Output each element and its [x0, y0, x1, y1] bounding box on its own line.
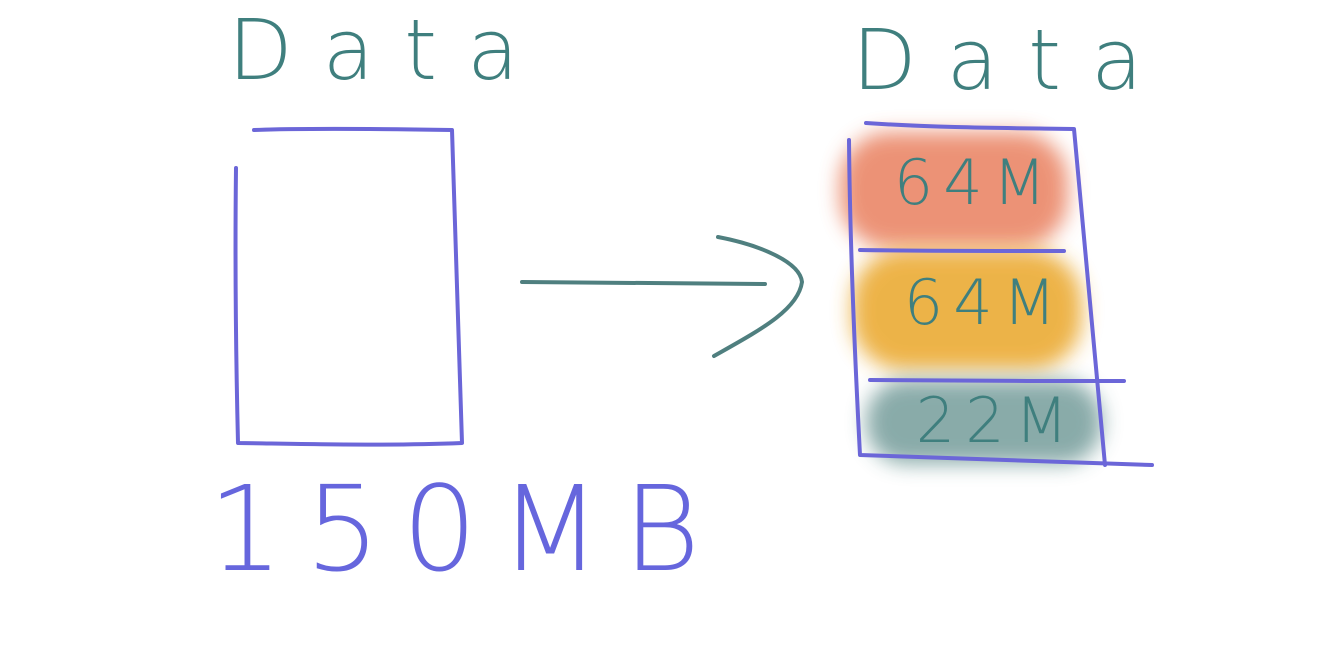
- source-title: Data: [228, 1, 549, 99]
- arrow-head: [712, 235, 805, 358]
- chunk-divider-1: [858, 248, 1066, 253]
- source-data-box: [233, 126, 464, 447]
- chunk-divider-2: [868, 378, 1126, 383]
- source-size-label: 150MB: [208, 460, 723, 598]
- target-title: Data: [852, 11, 1173, 109]
- chunk-fill-1: [840, 132, 1068, 248]
- chunk-label-3: 22M: [915, 384, 1079, 457]
- chunk-fill-2: [852, 250, 1082, 370]
- arrow-shaft: [520, 280, 767, 286]
- chunk-label-1: 64M: [893, 146, 1057, 219]
- chunk-label-2: 64M: [903, 266, 1067, 339]
- target-data-box: [847, 121, 1154, 467]
- chunk-fill-3: [866, 380, 1102, 464]
